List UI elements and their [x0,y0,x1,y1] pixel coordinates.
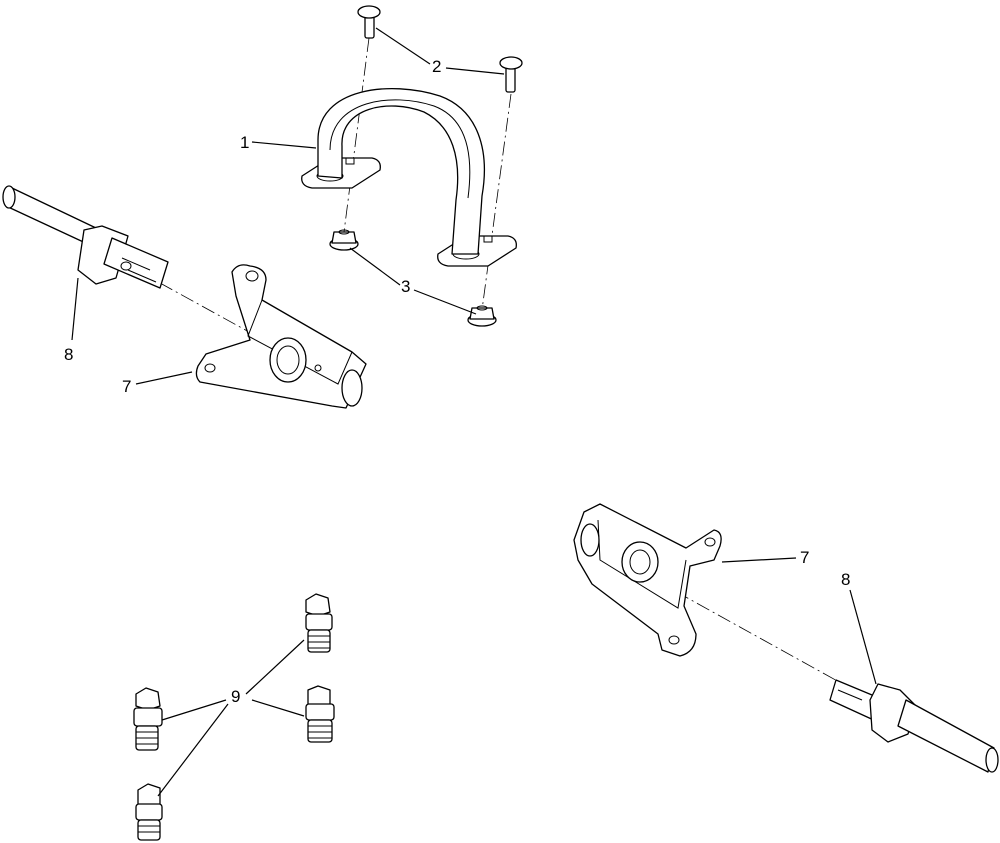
assembly-axes [159,37,851,689]
callout-8-right: 8 [841,570,850,589]
callout-1: 1 [240,133,249,152]
stud-4 [135,783,163,841]
callout-7-left: 7 [122,377,131,396]
flange-nut-2 [467,305,497,327]
carriage-bolt-2 [499,56,523,93]
callout-2: 2 [432,57,441,76]
grab-handle [301,87,517,267]
stud-3 [305,685,335,743]
leader-lines [71,27,877,797]
callout-7-right: 7 [800,548,809,567]
stud-2 [133,687,163,751]
callout-labels: 1 2 3 8 7 7 8 9 [64,57,850,706]
pivot-bracket-left [195,264,367,409]
pivot-pin-left [2,185,169,289]
pivot-pin-right [829,679,999,773]
flange-nut-1 [329,229,359,251]
pivot-bracket-right [573,503,722,657]
carriage-bolt-1 [357,5,381,39]
callout-9: 9 [231,687,240,706]
callout-8-left: 8 [64,345,73,364]
callout-3: 3 [401,277,410,296]
stud-1 [305,593,333,653]
